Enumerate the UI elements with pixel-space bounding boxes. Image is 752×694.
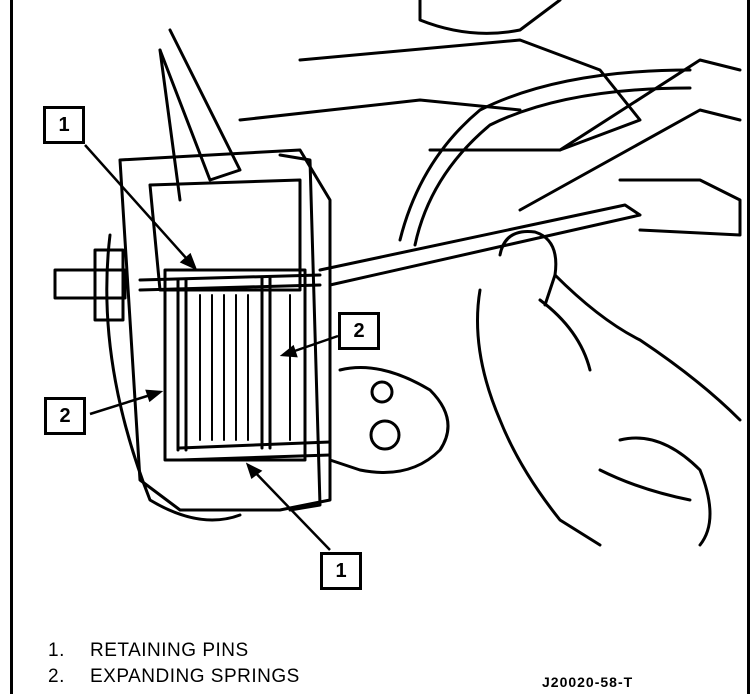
leader-1-bottom: [247, 464, 331, 551]
callout-expanding-springs-left: 2: [44, 397, 86, 435]
pry-tool-handle: [618, 178, 742, 237]
legend-item: 2. EXPANDING SPRINGS: [48, 666, 300, 692]
upper-arm-outline: [298, 38, 642, 152]
legend-text: EXPANDING SPRINGS: [90, 666, 300, 687]
strut-outline: [418, 0, 562, 35]
retaining-pin-upper: [138, 273, 322, 282]
pad-lining-lines: [199, 294, 291, 441]
steering-knuckle: [328, 366, 450, 474]
bracket-face: [158, 48, 182, 202]
control-arm: [558, 58, 742, 152]
legend: 1. RETAINING PINS 2. EXPANDING SPRINGS: [48, 640, 300, 692]
leader-1-top-arrowhead: [179, 252, 198, 271]
legend-number: 1.: [48, 640, 65, 661]
hand-fingers: [538, 298, 692, 502]
legend-item: 1. RETAINING PINS: [48, 640, 300, 666]
leader-2-right-arrowhead: [279, 344, 298, 358]
callout-retaining-pins-bottom: 1: [320, 552, 362, 590]
hand-thumb: [498, 229, 558, 307]
brake-pad-assembly: [163, 268, 307, 462]
leader-1-top: [84, 144, 196, 269]
figure-frame: [10, 0, 750, 694]
retaining-pin-upper-edge: [138, 283, 322, 292]
retaining-pin-lower-edge: [178, 453, 332, 462]
legend-number: 2.: [48, 666, 65, 687]
retaining-pin-lower: [178, 440, 332, 450]
leader-2-left-arrowhead: [145, 389, 164, 403]
control-arm-lower: [518, 108, 742, 212]
knuckle-bolt: [370, 380, 394, 404]
pry-tool: [318, 203, 642, 287]
expanding-spring-right: [260, 276, 272, 450]
caliper-flange: [278, 153, 322, 512]
knuckle-bolt-hole: [369, 419, 401, 451]
callout-retaining-pins-top: 1: [43, 106, 85, 144]
bracket-top: [158, 28, 242, 182]
leader-1-bottom-arrowhead: [245, 462, 263, 480]
callout-expanding-springs-right: 2: [338, 312, 380, 350]
hub-flange: [93, 248, 125, 322]
hub-stud: [53, 268, 127, 300]
hand-outline: [476, 273, 742, 547]
legend-text: RETAINING PINS: [90, 640, 249, 661]
brake-hose-inner: [413, 86, 692, 247]
caliper-housing-top: [148, 178, 302, 292]
figure-id: J20020-58-T: [542, 674, 634, 690]
brake-hose: [398, 68, 692, 242]
expanding-spring-left: [176, 278, 188, 452]
wrist-outline: [618, 436, 712, 547]
